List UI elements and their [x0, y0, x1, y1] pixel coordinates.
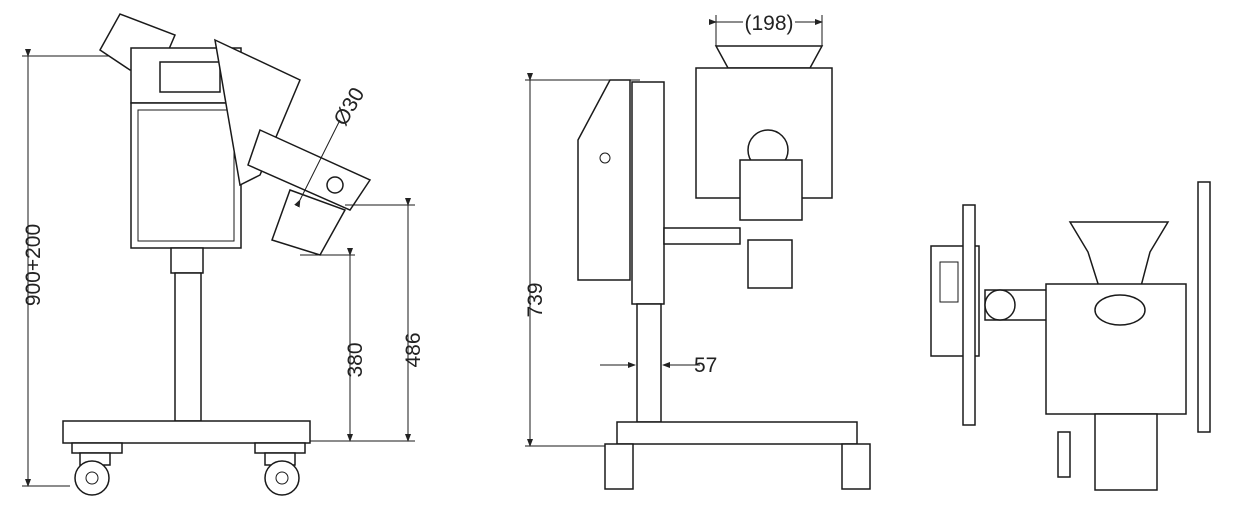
- caster-wheel: [254, 442, 306, 496]
- top-view: [930, 181, 1211, 491]
- mounting-arm: [663, 227, 741, 245]
- base-frame: [616, 421, 858, 445]
- base-frame: [62, 420, 311, 444]
- mounting-rail: [962, 204, 976, 426]
- detector-tube: [739, 159, 803, 221]
- column-lower: [636, 303, 662, 423]
- detector-head: [214, 38, 301, 187]
- dimension-tube-diameter: Ø30: [329, 84, 369, 130]
- front-view: 739 57 (198): [524, 9, 871, 490]
- caster-wheel: [604, 443, 634, 490]
- hopper: [714, 45, 824, 69]
- mounting-rail: [1197, 181, 1211, 433]
- support-column: [174, 272, 202, 422]
- dimension-column-width: 57: [694, 354, 717, 377]
- outlet-chute: [1094, 413, 1158, 491]
- dimension-height: 739: [524, 282, 547, 317]
- caster-wheel: [841, 443, 871, 490]
- dimension-outlet-height: 380: [344, 342, 367, 377]
- display-screen: [159, 61, 221, 93]
- outlet-chute: [747, 239, 793, 289]
- electrical-cabinet: [130, 102, 242, 249]
- hopper: [1068, 221, 1170, 291]
- control-box: [577, 79, 631, 281]
- side-view: 900+200 Ø30 380 4: [22, 13, 425, 496]
- caster-wheel: [71, 442, 123, 496]
- dimension-hopper-width: (198): [744, 12, 793, 35]
- column-upper: [631, 81, 665, 305]
- dimension-total-height: 900+200: [22, 224, 45, 306]
- dimension-inlet-height: 486: [402, 332, 425, 367]
